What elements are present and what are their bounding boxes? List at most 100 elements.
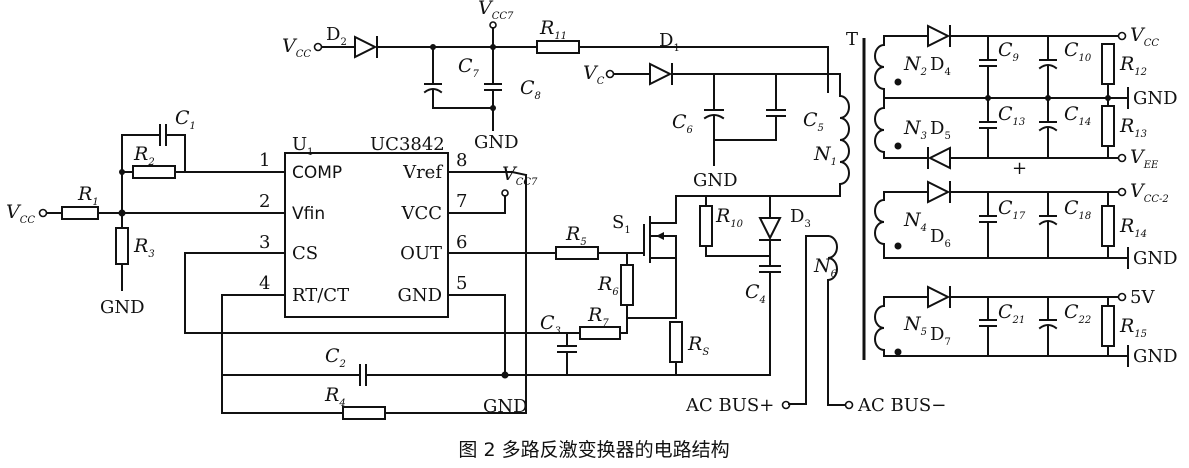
svg-text:RS: RS [687,333,709,358]
svg-text:D6: D6 [930,226,951,250]
r7-label: R [587,304,602,326]
r10-resistor [699,205,713,247]
r5-resistor [555,246,599,260]
rs-label-sub: S [702,347,709,358]
vcc-input-label: V [6,201,22,223]
gnd-label-r3: GND [100,297,145,318]
c18-label: C [1064,197,1079,219]
c7-label: C [458,55,473,77]
svg-text:C21: C21 [998,301,1025,326]
svg-text:R3: R3 [133,235,155,260]
ic-part: UC3842 [370,134,445,155]
svg-text:D4: D4 [930,54,951,78]
n1-label: N [813,143,832,165]
svg-text:C7: C7 [458,55,480,80]
d4-label-sub: 4 [944,67,950,78]
svg-text:C13: C13 [998,103,1025,128]
r14-label: R [1119,215,1134,237]
d2-diode [354,35,378,59]
d5-label: D [930,118,944,139]
svg-text:C2: C2 [325,345,346,370]
n6-label-sub: 6 [831,269,838,280]
svg-text:R5: R5 [565,223,587,248]
r15-resistor [1101,305,1115,347]
out-vee-label-sub: EE [1143,160,1159,171]
pin4-number: 4 [259,273,270,294]
pin6-label: OUT [400,243,442,264]
d7-label: D [930,324,944,345]
vcc-input-terminal [38,208,48,218]
secondary-vcc-vee [874,24,1129,170]
pin1-number: 1 [259,150,270,171]
vcc7-ic-label: V [502,163,518,185]
svg-text:C9: C9 [998,39,1020,64]
c13-label: C [998,103,1013,125]
vcc-input-label-sub: CC [20,215,36,226]
out-vee-label: V [1130,146,1146,168]
c13-label-sub: 13 [1013,117,1026,128]
r2-label: R [133,143,148,165]
svg-text:R10: R10 [715,205,744,230]
r4-label: R [324,384,339,406]
r12-resistor [1101,43,1115,85]
uc3842-ic [184,152,556,376]
svg-text:D2: D2 [326,24,347,48]
d5-diode [927,146,951,170]
r11-label-sub: 11 [554,31,567,42]
gnd-label-out3: GND [1133,346,1178,367]
svg-text:R13: R13 [1119,115,1147,140]
vcc-d2-label-sub: CC [296,49,312,60]
pin2-number: 2 [259,191,270,212]
n3-label-sub: 3 [921,131,927,142]
vc-label-sub: C [597,76,605,87]
svg-text:N4: N4 [903,209,927,234]
vcc-d2-label: V [282,35,298,57]
n4-label-sub: 4 [920,223,927,234]
d5-label-sub: 5 [944,131,950,142]
c5-label: C [803,109,818,131]
d6-label: D [930,226,944,247]
n6-winding [781,234,854,410]
r1-label: R [77,183,92,205]
c14-label: C [1064,103,1079,125]
svg-text:R11: R11 [539,17,567,42]
r1-label-sub: 1 [92,197,98,208]
r6-resistor [620,264,634,306]
r5-label-sub: 5 [580,237,586,248]
rs-label: R [687,333,702,355]
pin7-label: VCC [400,203,442,224]
r4-resistor [342,406,386,420]
vc-label: V [583,62,599,84]
snubber [699,195,782,376]
c8-label: C [520,77,535,99]
svg-text:VCC: VCC [1130,24,1159,49]
c21-label-sub: 21 [1012,315,1026,326]
n5-label-sub: 5 [921,327,927,338]
svg-text:U1: U1 [292,134,314,158]
r6-label: R [597,273,612,295]
ic-name: U [292,134,307,155]
svg-text:S1: S1 [612,212,631,236]
d7-label-sub: 7 [944,337,950,348]
vcc7-top-label-sub: CC7 [492,11,514,22]
r6-label-sub: 6 [612,287,619,298]
d1-label: D [659,30,673,51]
r13-label: R [1119,115,1134,137]
svg-text:R2: R2 [133,143,155,168]
r11-label: R [539,17,554,39]
gnd-label-out2: GND [1133,248,1178,269]
svg-text:C18: C18 [1064,197,1091,222]
r1-resistor [61,206,99,220]
svg-text:R1: R1 [77,183,99,208]
d1-label-sub: 1 [673,43,679,54]
svg-text:N2: N2 [903,53,927,78]
c1-label: C [175,107,190,129]
ic-name-sub: 1 [307,147,313,158]
ac-bus-neg-label: AC BUS− [857,395,946,416]
c5-label-sub: 5 [818,123,824,134]
cs-rtct-wiring [184,170,771,420]
n2-label: N [903,53,922,75]
svg-text:N1: N1 [813,143,837,168]
aux-supply [313,21,829,131]
